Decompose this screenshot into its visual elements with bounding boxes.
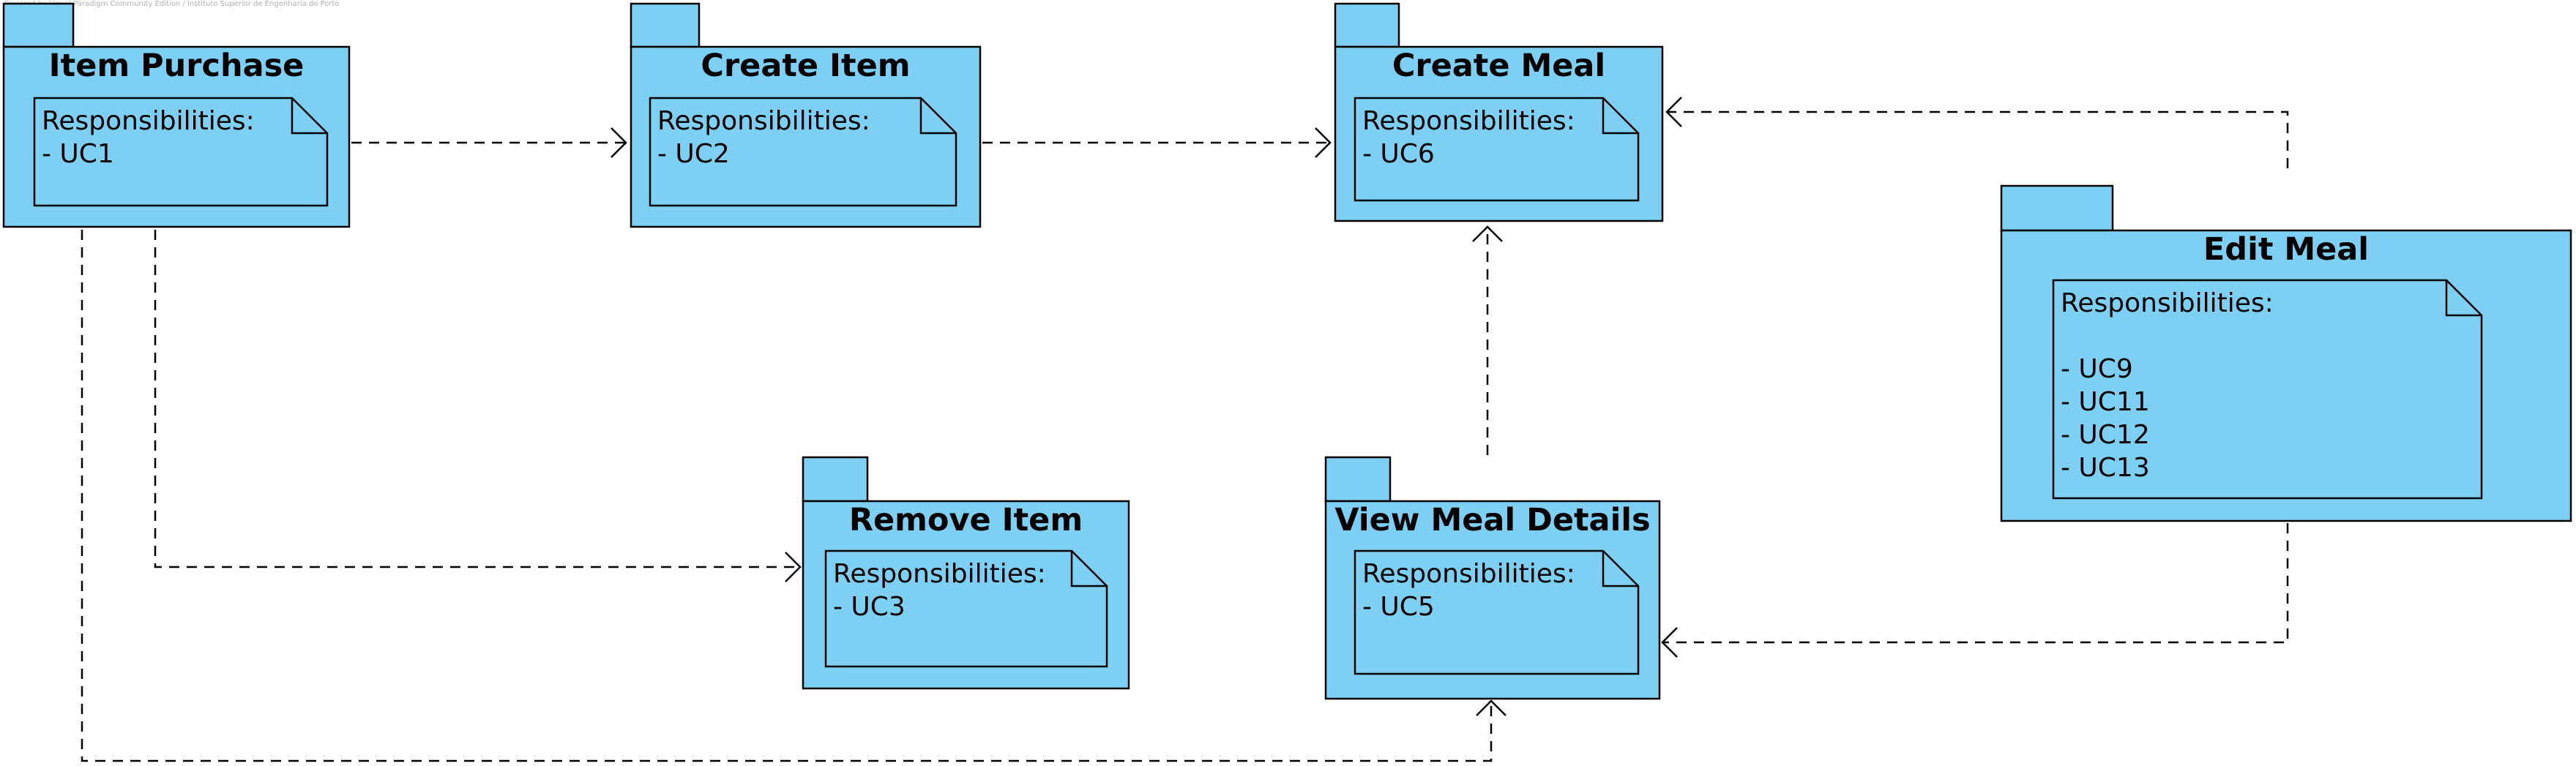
package-title: Create Item	[701, 48, 910, 84]
dependency-line	[81, 230, 1493, 762]
responsibilities-label: Responsibilities:	[657, 106, 870, 136]
responsibility-item: - UC11	[2061, 387, 2150, 417]
dependency-line	[154, 230, 800, 568]
responsibilities-label: Responsibilities:	[1362, 106, 1575, 136]
dependency-arrows	[81, 97, 2289, 762]
package-title: Remove Item	[849, 502, 1083, 538]
responsibilities-note	[824, 549, 1108, 668]
responsibility-item: - UC1	[42, 139, 114, 169]
responsibilities-note	[1354, 97, 1640, 202]
package-tab	[2, 2, 75, 48]
package-title: Edit Meal	[2203, 231, 2369, 268]
dependency-item-purchase-to-create-item[interactable]	[351, 127, 627, 158]
arrowhead-icon	[611, 127, 627, 158]
dependency-create-item-to-create-meal[interactable]	[982, 127, 1332, 158]
package-tab	[1324, 456, 1392, 503]
dependency-item-purchase-to-view-meal-details[interactable]	[81, 230, 1507, 762]
dependency-edit-meal-to-view-meal-details[interactable]	[1661, 523, 2289, 658]
note-fold	[1070, 551, 1107, 587]
responsibilities-label: Responsibilities:	[42, 106, 255, 136]
package-tab	[2000, 184, 2114, 232]
responsibility-item: - UC9	[2061, 354, 2133, 384]
note-fold	[291, 98, 327, 135]
watermark: Powered by Visual Paradigm Community Edi…	[4, 0, 339, 8]
note-fold	[919, 98, 956, 135]
responsibilities-note	[2052, 279, 2483, 500]
package-tab	[1334, 2, 1400, 48]
arrowhead-icon	[1665, 97, 1682, 127]
responsibility-item: - UC12	[2061, 420, 2150, 450]
note-fold	[1602, 98, 1638, 135]
responsibility-item: - UC13	[2061, 453, 2150, 483]
responsibilities-label: Responsibilities:	[1362, 559, 1575, 589]
dependency-line	[1667, 110, 2289, 168]
responsibility-item: - UC5	[1362, 592, 1435, 622]
package-tab	[630, 2, 701, 48]
responsibilities-label: Responsibilities:	[2061, 288, 2274, 318]
arrowhead-icon	[1476, 699, 1507, 716]
arrowhead-icon	[785, 552, 802, 582]
package-title: View Meal Details	[1334, 502, 1650, 538]
note-fold	[2445, 280, 2482, 317]
package-tab	[802, 456, 869, 503]
responsibilities-note	[33, 97, 329, 207]
responsibilities-note	[649, 97, 957, 207]
arrowhead-icon	[1315, 127, 1332, 158]
dependency-item-purchase-to-remove-item[interactable]	[154, 230, 802, 582]
responsibility-item: - UC3	[833, 592, 906, 622]
arrowhead-icon	[1661, 627, 1678, 658]
dependency-edit-meal-to-create-meal[interactable]	[1665, 97, 2289, 168]
responsibility-item: - UC2	[657, 139, 730, 169]
arrowhead-icon	[1472, 225, 1503, 242]
dependency-view-meal-details-to-create-meal[interactable]	[1472, 225, 1503, 455]
dependency-line	[1662, 523, 2289, 644]
package-title: Item Purchase	[49, 48, 305, 84]
note-fold	[1602, 551, 1638, 587]
responsibilities-label: Responsibilities:	[833, 559, 1046, 589]
responsibility-item: - UC6	[1362, 139, 1435, 169]
responsibilities-note	[1354, 549, 1640, 675]
package-title: Create Meal	[1392, 48, 1605, 84]
